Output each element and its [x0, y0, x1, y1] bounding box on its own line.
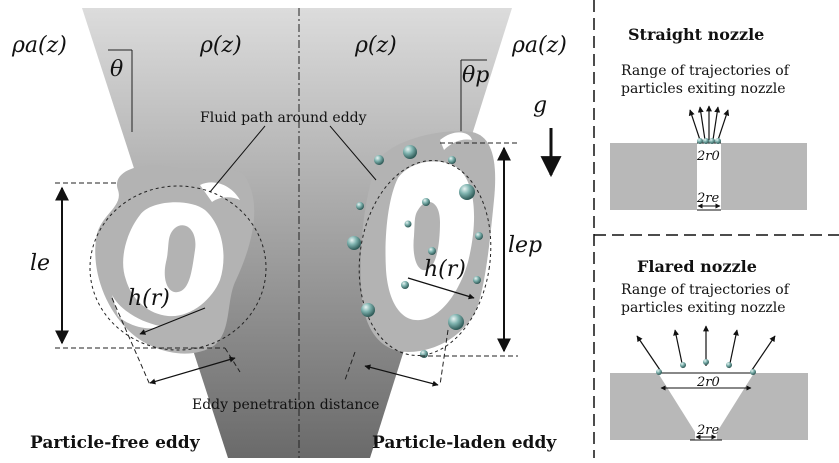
particle	[459, 184, 475, 200]
particle	[420, 350, 428, 358]
flared-nozzle-title: Flared nozzle	[637, 257, 757, 276]
particle	[703, 138, 709, 144]
particle	[680, 362, 686, 368]
penetration-left-arrow	[149, 356, 236, 385]
particle	[374, 155, 384, 165]
particle-free-eddy	[89, 164, 267, 354]
fluid-path-left	[89, 185, 267, 351]
h-left-arrow	[139, 307, 206, 335]
particle	[347, 236, 361, 250]
le-label: le	[30, 251, 50, 276]
straight-caption-line1: Range of trajectories of	[621, 63, 791, 79]
straight-caption-line2: particles exiting nozzle	[621, 81, 786, 97]
lep-label: lep	[508, 233, 542, 258]
particle	[697, 138, 703, 144]
particle	[356, 202, 364, 210]
rho-a-right-label: ρa(z)	[511, 33, 567, 58]
flared-re-label: 2re	[696, 423, 719, 438]
flared-r0-label: 2r0	[696, 375, 720, 390]
theta-p-label: θp	[462, 63, 489, 88]
eddy-penetration-label: Eddy penetration distance	[192, 397, 379, 413]
flared-caption-line2: particles exiting nozzle	[621, 300, 786, 316]
particle	[448, 314, 464, 330]
fluid-path-right	[358, 160, 492, 356]
particle-free-caption: Particle-free eddy	[30, 433, 201, 453]
particle	[404, 220, 412, 228]
fluid-path-leader-right	[329, 125, 377, 181]
straight-nozzle-title: Straight nozzle	[628, 25, 764, 44]
flared-caption-line1: Range of trajectories of	[621, 282, 791, 298]
rho-left-label: ρ(z)	[199, 33, 242, 58]
fluid-path-label: Fluid path around eddy	[200, 110, 367, 126]
h-right-label: h(r)	[424, 257, 466, 282]
particle	[428, 247, 436, 255]
particle	[703, 359, 709, 365]
flared-nozzle	[610, 325, 808, 441]
particle	[401, 281, 409, 289]
rho-right-label: ρ(z)	[354, 33, 397, 58]
theta-label: θ	[110, 57, 123, 82]
straight-r0-label: 2r0	[696, 149, 720, 164]
penetration-right-arrow	[364, 364, 439, 387]
particle-laden-caption: Particle-laden eddy	[372, 433, 557, 453]
particles	[347, 145, 483, 358]
penetration-right-extent	[344, 351, 356, 381]
straight-nozzle	[610, 105, 807, 211]
particle	[715, 138, 721, 144]
particle	[473, 276, 481, 284]
penetration-left-extent-2	[224, 347, 241, 373]
particle	[726, 362, 732, 368]
particle	[361, 303, 375, 317]
particle	[448, 156, 456, 164]
rho-a-left-label: ρa(z)	[11, 33, 67, 58]
straight-re-label: 2re	[696, 191, 719, 206]
straight-trajectory-arrows	[688, 105, 730, 141]
h-right-arrow	[407, 277, 475, 300]
particle	[475, 232, 483, 240]
particle	[750, 369, 756, 375]
fluid-path-leader-left	[209, 125, 266, 193]
penetration-right-extent-2	[439, 329, 449, 386]
particle	[709, 138, 715, 144]
particle	[422, 198, 430, 206]
h-left-label: h(r)	[128, 286, 170, 311]
gravity-label: g	[533, 93, 547, 118]
particle	[403, 145, 417, 159]
particle	[656, 369, 662, 375]
